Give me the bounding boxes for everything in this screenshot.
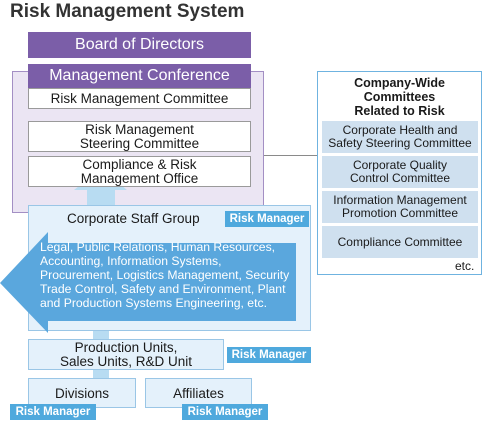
steering-line-1: Risk Management [85,121,194,137]
committee-compliance: Compliance Committee [322,226,478,258]
committee-information-management: Information Management Promotion Committ… [322,191,478,223]
compliance-risk-management-office: Compliance & Risk Management Office [28,156,251,187]
corporate-staff-risk-manager-badge: Risk Manager [225,211,309,227]
committee-4-line-1: Compliance Committee [337,234,463,249]
committee-1-line-1: Corporate Health and [342,123,458,137]
committees-etc: etc. [455,259,475,273]
production-units-risk-manager-badge: Risk Manager [227,347,311,363]
company-wide-heading: Company-Wide Committees Related to Risk [318,76,481,118]
management-conference: Management Conference [28,64,251,88]
committee-3-line-1: Information Management [333,193,467,207]
function-line-1: Legal, Public Relations, Human Resources… [40,240,276,254]
compliance-line-2: Management Office [80,170,199,186]
production-line-1: Production Units, [74,339,178,355]
committee-2-line-1: Corporate Quality [352,158,448,172]
compliance-line-1: Compliance & Risk [82,156,197,172]
heading-line-1: Company-Wide [354,76,445,90]
function-line-3: Procurement, Logistics Management, Secur… [40,268,290,282]
page-title: Risk Management System [10,1,245,22]
risk-management-committee: Risk Management Committee [28,88,251,109]
committee-quality-control: Corporate Quality Control Committee [322,156,478,188]
divisions-risk-manager-badge: Risk Manager [10,404,96,420]
corporate-staff-functions: Legal, Public Relations, Human Resources… [40,240,302,310]
corporate-staff-group-label: Corporate Staff Group [67,211,200,226]
committee-2-line-2: Control Committee [349,171,451,185]
committee-1-line-2: Safety Steering Committee [328,136,472,150]
committee-health-safety: Corporate Health and Safety Steering Com… [322,121,478,153]
steering-line-2: Steering Committee [79,135,200,151]
function-line-2: Accounting, Information Systems, [40,254,222,268]
committee-3-line-2: Promotion Committee [341,206,459,220]
divisions-box: Divisions [28,378,136,408]
production-line-2: Sales Units, R&D Unit [59,353,193,369]
heading-line-3: Related to Risk [354,104,445,118]
production-units-box: Production Units, Sales Units, R&D Unit [28,339,224,370]
risk-management-steering-committee: Risk Management Steering Committee [28,121,251,152]
affiliates-risk-manager-badge: Risk Manager [182,404,268,420]
board-of-directors: Board of Directors [28,32,251,58]
connector-line [264,155,318,156]
function-line-5: and Production Systems Engineering, etc. [40,296,267,310]
heading-line-2: Committees [363,90,436,104]
function-line-4: Trade Control, Safety and Environment, P… [40,282,286,296]
